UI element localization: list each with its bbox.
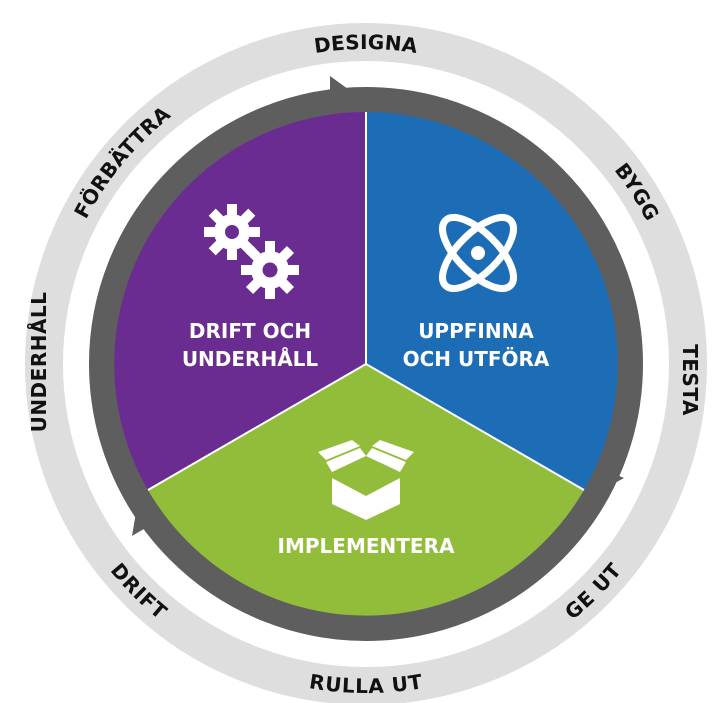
- outer-ring: [25, 23, 707, 703]
- gears-icon: [204, 204, 299, 299]
- svg-text:DESIGNA: DESIGNA: [313, 30, 420, 58]
- divider-left: [147, 363, 367, 491]
- ring-label-testa: TESTA: [678, 344, 702, 416]
- segment-label-implementera: IMPLEMENTERA: [278, 534, 455, 558]
- ring-label-designa: DESIGNA: [313, 30, 419, 58]
- svg-text:RULLA UT: RULLA UT: [308, 669, 424, 698]
- atom-icon: [439, 214, 517, 292]
- segment-uppfinna-och-utfora: [366, 112, 618, 490]
- open-box-icon: [318, 440, 414, 520]
- divider-right: [365, 363, 585, 491]
- ring-label-underhall: UNDERHÅLL: [27, 292, 51, 433]
- segment-label-underhall: UNDERHÅLL: [182, 347, 319, 371]
- ring-label-rulla-ut: RULLA UT: [308, 669, 424, 698]
- segment-drift-och-underhall: [114, 112, 366, 490]
- arrow-head-left: [132, 495, 176, 536]
- segment-label-drift-och: DRIFT OCH: [189, 319, 311, 343]
- segment-label-uppfinna: UPPFINNA: [418, 319, 534, 343]
- segment-label-och-utfora: OCH UTFÖRA: [403, 347, 550, 371]
- segment-implementera: [148, 364, 584, 616]
